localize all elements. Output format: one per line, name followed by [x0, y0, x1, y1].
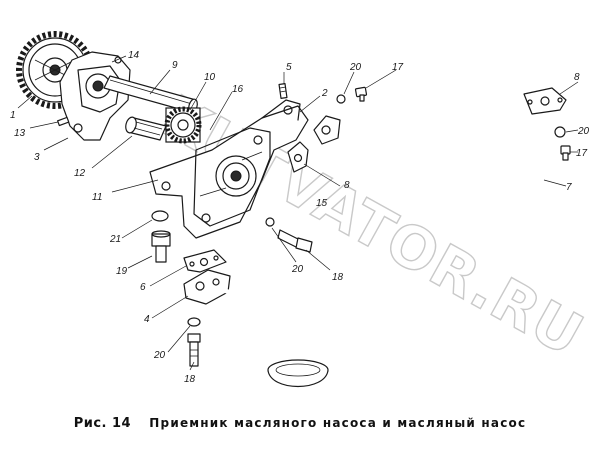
washer-20-top	[336, 94, 346, 104]
tube-flange-lower	[313, 115, 341, 145]
callout-7: 7	[566, 182, 572, 193]
callout-6: 6	[140, 282, 146, 293]
figure-title: Приемник масляного насоса и масляный нас…	[149, 416, 527, 430]
bolt-19	[151, 230, 171, 263]
callout-19: 19	[116, 266, 128, 277]
callout-8-right: 8	[574, 72, 580, 83]
callout-8-mid: 8	[344, 180, 350, 191]
callout-18-bottom: 18	[184, 374, 196, 385]
callout-2: 2	[321, 88, 328, 99]
callout-3: 3	[34, 152, 40, 163]
gasket-6	[183, 249, 227, 273]
leader-lines	[17, 55, 579, 371]
oil-pickup	[183, 269, 329, 387]
callouts: 1 13 3 14 9 10 16 12 11 5 20 17 2 8 15 8…	[10, 50, 590, 385]
bolt-5	[278, 83, 288, 99]
tube-flange-upper	[523, 87, 567, 115]
bushing	[125, 116, 167, 141]
pump-gears	[164, 106, 202, 144]
figure-caption: Рис. 14 Приемник масляного насоса и масл…	[0, 416, 600, 431]
callout-16: 16	[232, 84, 244, 95]
gasket-flange	[287, 141, 309, 173]
bolt-17-top	[354, 86, 368, 102]
washer-21	[151, 210, 169, 222]
bolt-18-center	[277, 229, 313, 253]
oil-pump-exploded-diagram: KUTVATOR.RU	[10, 31, 595, 387]
callout-20-bottom: 20	[153, 350, 166, 361]
bolt-17-right	[560, 145, 571, 161]
callout-14: 14	[128, 50, 140, 61]
washer-20-right	[554, 126, 566, 138]
callout-17-top: 17	[392, 62, 404, 73]
callout-12: 12	[74, 168, 86, 179]
callout-18-center: 18	[332, 272, 344, 283]
callout-11: 11	[92, 192, 102, 203]
callout-15: 15	[316, 198, 328, 209]
callout-17-right: 17	[576, 148, 588, 159]
pin	[57, 116, 70, 127]
callout-20-center: 20	[291, 264, 304, 275]
callout-21: 21	[109, 234, 121, 245]
pump-cover	[59, 51, 131, 141]
callout-10: 10	[204, 72, 216, 83]
bolt-18-bottom	[187, 333, 201, 367]
oil-tube	[327, 107, 551, 219]
washer-20-bottom	[187, 317, 201, 327]
callout-1: 1	[10, 110, 16, 121]
callout-5: 5	[286, 62, 292, 73]
washer-20-center	[265, 217, 275, 227]
figure-number: Рис. 14	[73, 416, 132, 431]
callout-20-right: 20	[577, 126, 590, 137]
callout-4: 4	[144, 314, 150, 325]
callout-13: 13	[14, 128, 26, 139]
pump-housing	[149, 99, 309, 239]
callout-20-top: 20	[349, 62, 362, 73]
callout-9: 9	[172, 60, 178, 71]
